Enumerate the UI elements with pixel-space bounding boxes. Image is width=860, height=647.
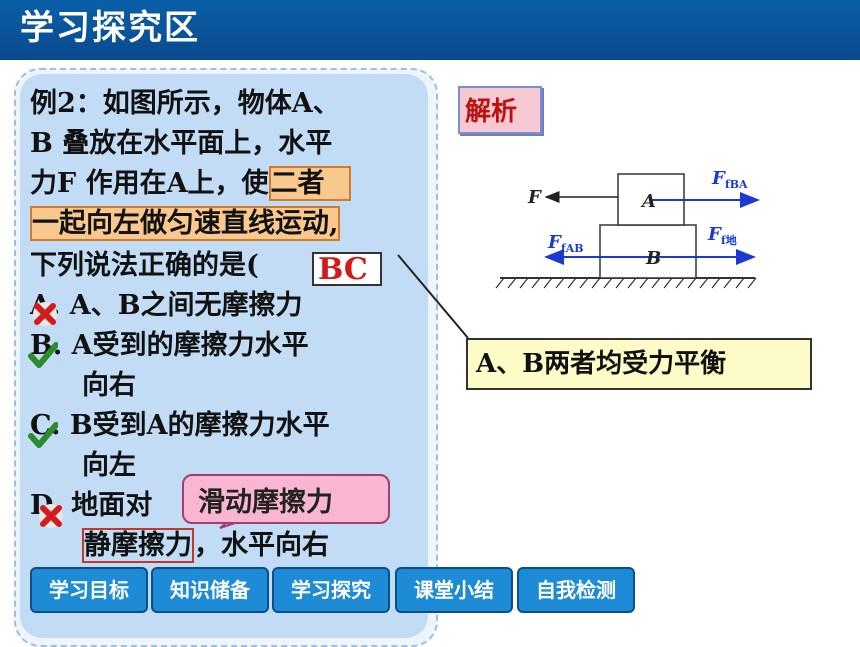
option-c-cont: 向左 <box>82 450 136 481</box>
option-c[interactable]: C. B受到A的摩擦力水平 <box>30 410 330 441</box>
question-line-3-text: 力F 作用在A上，使 <box>30 168 269 199</box>
highlight-uniform-motion: 一起向左做匀速直线运动, <box>30 206 341 241</box>
analysis-label[interactable]: 解析 <box>465 97 518 127</box>
nav-class-summary[interactable]: 课堂小结 <box>395 567 513 613</box>
analysis-button[interactable] <box>458 86 542 134</box>
balance-callout-box <box>466 338 812 390</box>
label-ffdi-main: F <box>707 224 722 245</box>
question-line-4: 一起向左做匀速直线运动, <box>30 204 341 244</box>
question-line-2: B 叠放在水平面上，水平 <box>30 128 333 159</box>
answer-text: BC <box>318 252 368 287</box>
label-b: B <box>645 248 661 269</box>
label-ffba-sub: fBA <box>725 178 748 191</box>
force-diagram: F A B F fBA F fAB F f地 <box>495 168 760 289</box>
highlight-together: 二者 <box>268 166 351 201</box>
pink-note-box <box>182 474 390 524</box>
nav-self-check[interactable]: 自我检测 <box>517 567 635 613</box>
nav-learning-explore[interactable]: 学习探究 <box>272 567 390 613</box>
page-title: 学习探究区 <box>20 8 200 48</box>
label-ffba-main: F <box>711 168 726 189</box>
label-ffdi-sub: f地 <box>721 233 737 247</box>
question-line-1: 例2：如图所示，物体A、 <box>30 88 340 119</box>
correct-mark-icon <box>28 342 58 368</box>
wrong-mark-icon <box>39 504 63 528</box>
header-bar <box>0 0 860 60</box>
question-line-3: 力F 作用在A上，使二者 <box>30 164 351 204</box>
option-d-cont: 静摩擦力，水平向右 <box>82 526 329 566</box>
wrong-mark-icon <box>33 302 57 326</box>
label-f: F <box>527 187 542 208</box>
label-ffab-main: F <box>547 232 562 253</box>
question-line-5: 下列说法正确的是() <box>30 246 332 286</box>
pink-note-text: 滑动摩擦力 <box>198 487 333 518</box>
correct-mark-icon <box>28 422 58 448</box>
label-ffab-sub: fAB <box>561 242 584 255</box>
label-a: A <box>640 191 656 212</box>
nav-learning-goals[interactable]: 学习目标 <box>30 567 148 613</box>
question-panel <box>20 74 428 638</box>
option-a[interactable]: A. A、B之间无摩擦力 <box>30 290 303 321</box>
nav-knowledge-prep[interactable]: 知识储备 <box>151 567 269 613</box>
option-b-cont: 向右 <box>82 370 136 401</box>
question-line-5-text: 下列说法正确的是( <box>30 250 259 281</box>
highlight-static-friction: 静摩擦力 <box>82 528 194 563</box>
option-d-rest: ，水平向右 <box>194 530 329 561</box>
balance-callout-text: A、B两者均受力平衡 <box>476 349 727 379</box>
option-b[interactable]: B. A受到的摩擦力水平 <box>30 330 309 361</box>
ground-hatch <box>495 277 757 289</box>
answer-box <box>312 252 382 286</box>
